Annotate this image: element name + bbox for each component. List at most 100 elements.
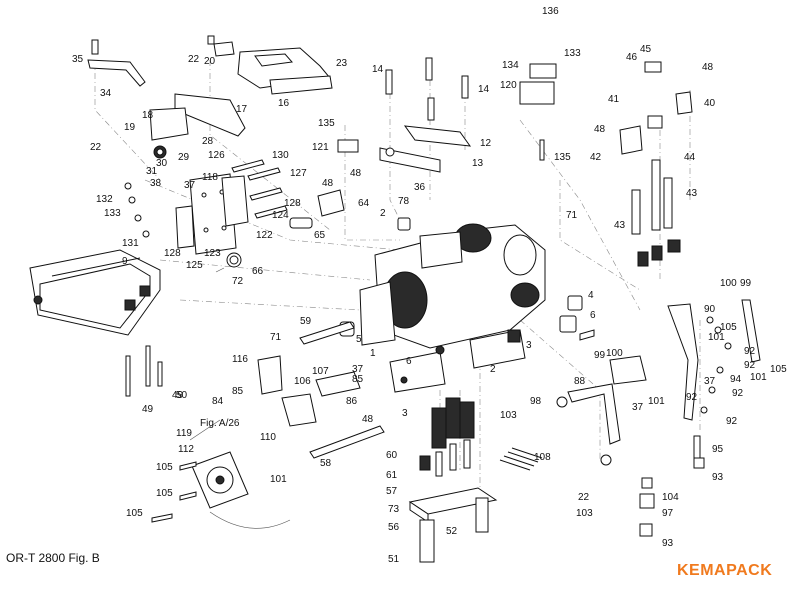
callout: 9	[122, 256, 128, 267]
callout: 37	[632, 402, 644, 413]
rods-43-44	[631, 159, 681, 267]
washer-stack-93-97	[639, 477, 655, 537]
plate-16-17	[237, 47, 333, 95]
callout: 112	[178, 444, 194, 455]
callout: 92	[732, 388, 744, 399]
callout: 125	[186, 260, 203, 271]
callout: 105	[126, 508, 143, 519]
callout: 3	[526, 340, 532, 351]
base-plate-56	[408, 487, 498, 563]
screws-105	[151, 461, 197, 523]
callout: 37	[352, 364, 364, 375]
callout: 108	[534, 452, 551, 463]
callout: 84	[212, 396, 224, 407]
callout: 134	[502, 60, 519, 71]
callout: 58	[320, 458, 332, 469]
callout: 92	[686, 392, 698, 403]
callout: 123	[204, 248, 221, 259]
callout: 103	[576, 508, 593, 519]
callout: 2	[380, 208, 386, 219]
callout: 86	[346, 396, 358, 407]
callout: 85	[352, 374, 364, 385]
spring-108	[499, 447, 543, 471]
callout: 28	[202, 136, 214, 147]
callout: 60	[386, 450, 398, 461]
callout: 106	[294, 376, 311, 387]
rail-28-18	[149, 93, 246, 159]
callout: 34	[100, 88, 112, 99]
callout: 94	[730, 374, 742, 385]
callout: 71	[566, 210, 578, 221]
callout: 43	[614, 220, 626, 231]
callout: 6	[406, 356, 412, 367]
callout: 48	[702, 62, 714, 73]
callout: 130	[272, 150, 289, 161]
pin-stack	[419, 397, 475, 477]
callout: 101	[648, 396, 665, 407]
callout: 52	[446, 526, 458, 537]
callout: 71	[270, 332, 282, 343]
callout: 101	[750, 372, 767, 383]
bolts-49-50	[125, 345, 163, 397]
bracket-arm-34	[87, 39, 146, 87]
callout: 48	[362, 414, 374, 425]
callout: 5	[356, 334, 362, 345]
callout: 20	[204, 56, 216, 67]
callout: 2	[490, 364, 496, 375]
callout: 41	[608, 94, 620, 105]
callout: 101	[270, 474, 287, 485]
callout: 128	[164, 248, 181, 259]
callout: 127	[290, 168, 307, 179]
callout: 92	[744, 346, 756, 357]
callout: 14	[478, 84, 490, 95]
callout: 23	[336, 58, 348, 69]
figure-caption: OR-T 2800 Fig. B	[6, 551, 100, 565]
callout: 22	[188, 54, 200, 65]
callout: 105	[156, 462, 173, 473]
callout: 105	[720, 322, 737, 333]
callout: 116	[232, 354, 248, 365]
callout: 22	[578, 492, 590, 503]
callout: 59	[300, 316, 312, 327]
callout: 14	[372, 64, 384, 75]
callout: 90	[704, 304, 716, 315]
block-20	[207, 35, 235, 57]
callout: 132	[96, 194, 113, 205]
callout: 51	[388, 554, 400, 565]
callout: 49	[172, 390, 184, 401]
callout: 29	[178, 152, 190, 163]
bracket-116	[257, 355, 361, 427]
callout: 98	[530, 396, 542, 407]
callout: 135	[318, 118, 335, 129]
bracket-64	[317, 189, 345, 217]
bolt-set-left	[124, 159, 313, 238]
callout: 56	[388, 522, 400, 533]
callout: 105	[770, 364, 787, 375]
callout: 85	[232, 386, 244, 397]
main-housing-1	[359, 223, 546, 393]
callout: 37	[704, 376, 716, 387]
lever-assembly-90	[609, 299, 761, 469]
callout: 99	[740, 278, 752, 289]
callout: 66	[252, 266, 264, 277]
callout: 57	[386, 486, 398, 497]
callout: 110	[260, 432, 276, 443]
long-bar-9	[29, 249, 161, 336]
callout: 95	[712, 444, 724, 455]
callout: 133	[104, 208, 121, 219]
callout: 122	[256, 230, 273, 241]
callout: 42	[590, 152, 602, 163]
callout: 43	[686, 188, 698, 199]
callout: 48	[350, 168, 362, 179]
callout: 72	[232, 276, 244, 287]
callout: 136	[542, 6, 559, 17]
callout: 97	[662, 508, 674, 519]
callout: 101	[708, 332, 725, 343]
callout: 64	[358, 198, 370, 209]
callout: 6	[590, 310, 596, 321]
callout: 93	[712, 472, 724, 483]
callout: 44	[684, 152, 696, 163]
callout: 135	[554, 152, 571, 163]
callout: 48	[594, 124, 606, 135]
callout: 93	[662, 538, 674, 549]
